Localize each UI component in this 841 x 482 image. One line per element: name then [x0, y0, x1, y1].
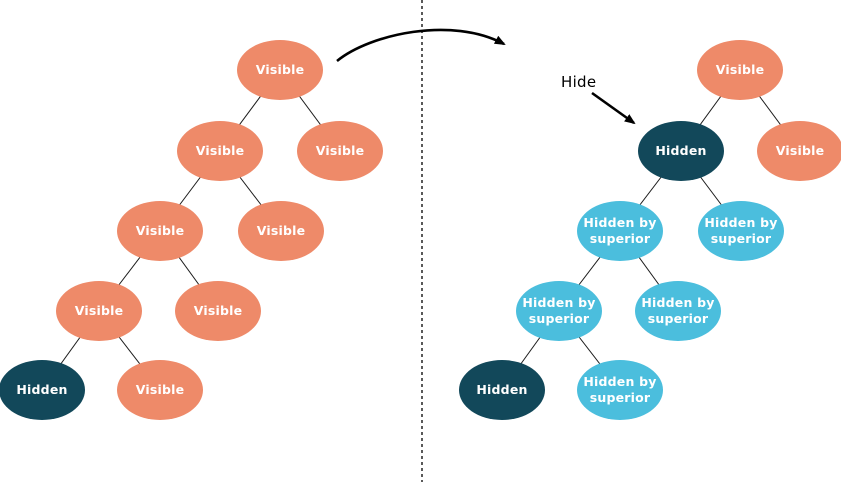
tree-node-visible: Visible [297, 121, 383, 181]
tree-node-visible: Visible [117, 360, 203, 420]
tree-node-hidden-by-superior: Hidden by superior [516, 281, 602, 341]
tree-node-label: Visible [135, 381, 185, 397]
tree-node-label: Hidden by superior [583, 214, 657, 246]
tree-node-label: Visible [715, 61, 765, 77]
tree-node-visible: Visible [757, 121, 841, 181]
tree-node-label: Hidden [16, 381, 68, 397]
tree-node-visible: Visible [177, 121, 263, 181]
tree-node-label: Visible [195, 142, 245, 158]
tree-node-label: Hidden by superior [522, 294, 596, 326]
tree-node-label: Hidden by superior [641, 294, 715, 326]
tree-node-hidden-by-superior: Hidden by superior [635, 281, 721, 341]
tree-node-hidden: Hidden [638, 121, 724, 181]
tree-node-visible: Visible [175, 281, 261, 341]
tree-node-visible: Visible [697, 40, 783, 100]
tree-node-hidden: Hidden [0, 360, 85, 420]
tree-node-hidden-by-superior: Hidden by superior [698, 201, 784, 261]
tree-node-visible: Visible [56, 281, 142, 341]
tree-node-hidden-by-superior: Hidden by superior [577, 201, 663, 261]
tree-node-label: Hidden [476, 381, 528, 397]
tree-node-hidden: Hidden [459, 360, 545, 420]
tree-node-label: Visible [193, 302, 243, 318]
tree-node-hidden-by-superior: Hidden by superior [577, 360, 663, 420]
tree-node-label: Visible [74, 302, 124, 318]
tree-node-label: Visible [775, 142, 825, 158]
tree-node-visible: Visible [117, 201, 203, 261]
tree-node-label: Hidden by superior [704, 214, 778, 246]
tree-node-visible: Visible [237, 40, 323, 100]
tree-node-label: Visible [255, 61, 305, 77]
transform-arrow-icon [336, 28, 506, 63]
tree-node-label: Visible [256, 222, 306, 238]
tree-node-label: Hidden by superior [583, 373, 657, 405]
hide-annotation-label: Hide [561, 73, 597, 91]
hide-arrow-icon [591, 91, 636, 125]
tree-node-label: Visible [315, 142, 365, 158]
tree-node-label: Visible [135, 222, 185, 238]
tree-node-visible: Visible [238, 201, 324, 261]
tree-node-label: Hidden [655, 142, 707, 158]
